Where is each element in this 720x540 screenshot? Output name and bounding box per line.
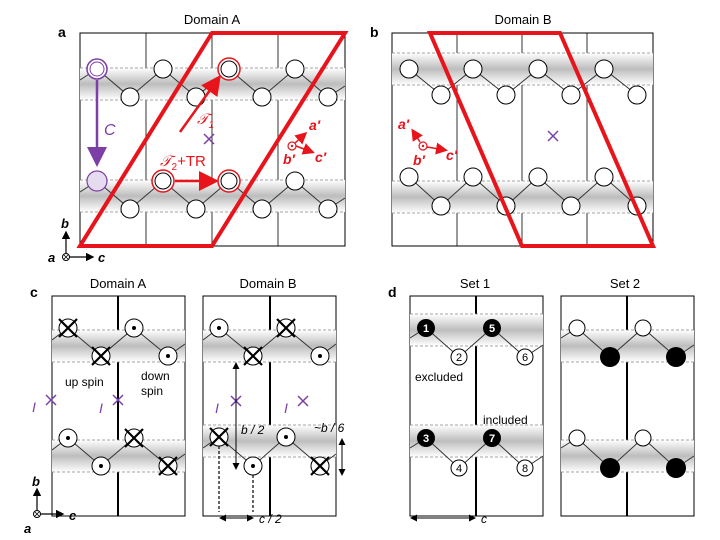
svg-text:4: 4 [456, 463, 462, 475]
inversion-label-4: I [284, 400, 288, 416]
purple-site-bottom [86, 170, 108, 192]
panel-a: a Domain A C 𝒯 [48, 12, 349, 265]
label-excluded: excluded [415, 370, 463, 384]
set2-sites [568, 319, 686, 478]
primed-axes-a: a′ b′ c′ [283, 117, 327, 167]
svg-text:5: 5 [489, 323, 495, 335]
axes-a: b a c [48, 216, 106, 265]
panel-d-title-right: Set 2 [610, 276, 640, 291]
inversion-center-b [547, 130, 559, 142]
svg-text:6: 6 [522, 352, 528, 364]
domain-b-unit-cell [426, 31, 657, 248]
inversion-label-1: I [32, 399, 36, 415]
label-b-sixth: ~b / 6 [314, 421, 345, 435]
svg-text:a: a [24, 521, 31, 536]
inversion-center-a [203, 133, 215, 145]
svg-text:b: b [61, 216, 69, 231]
axes-c: b a c [24, 474, 77, 536]
label-included: included [483, 413, 528, 427]
panel-a-title: Domain A [184, 12, 241, 27]
panel-c-letter: c [30, 284, 38, 300]
svg-text:b′: b′ [413, 152, 426, 168]
domain-a-unit-cell [76, 31, 349, 248]
primed-axes-b: a′ b′ c′ [398, 116, 458, 168]
set1-sites: 1 2 3 4 5 6 7 8 [417, 319, 534, 477]
svg-text:c: c [69, 508, 77, 523]
svg-text:b′: b′ [283, 151, 296, 167]
svg-text:a: a [48, 250, 55, 265]
panel-c-title-left: Domain A [90, 276, 147, 291]
label-up-spin: up spin [65, 375, 104, 389]
panel-c-title-right: Domain B [239, 276, 296, 291]
label-c-span: c [481, 512, 487, 526]
svg-text:a′: a′ [398, 116, 410, 132]
panel-d: d Set 1 Set 2 1 2 3 4 5 6 7 [388, 276, 695, 526]
panel-c: c Domain A Domain B up spin [24, 276, 346, 536]
svg-text:c′: c′ [315, 149, 327, 165]
inversion-label-2: I [99, 400, 103, 416]
panel-d-title-left: Set 1 [460, 276, 490, 291]
t1-arrow [178, 74, 221, 133]
label-down-spin-2: spin [141, 384, 163, 398]
panel-a-letter: a [58, 24, 66, 40]
svg-text:c′: c′ [446, 147, 458, 163]
label-C: C [104, 122, 116, 139]
svg-text:a′: a′ [309, 117, 321, 133]
svg-text:c: c [98, 250, 106, 265]
label-T1: 𝒯1 [197, 111, 214, 131]
label-c-half: c / 2 [259, 512, 282, 526]
svg-text:3: 3 [423, 433, 429, 445]
svg-text:2: 2 [456, 352, 462, 364]
label-b-half: b / 2 [241, 423, 265, 437]
panel-d-letter: d [388, 284, 397, 300]
svg-text:b: b [32, 474, 40, 489]
svg-text:7: 7 [489, 433, 495, 445]
panel-b-letter: b [370, 24, 379, 40]
inversion-label-3: I [215, 400, 219, 416]
panel-a-frame [79, 32, 346, 247]
svg-text:8: 8 [522, 463, 528, 475]
label-down-spin-1: down [141, 369, 170, 383]
panel-b-title: Domain B [494, 12, 551, 27]
panel-b: b Domain B a′ b′ c′ [370, 12, 657, 248]
svg-text:1: 1 [423, 323, 429, 335]
